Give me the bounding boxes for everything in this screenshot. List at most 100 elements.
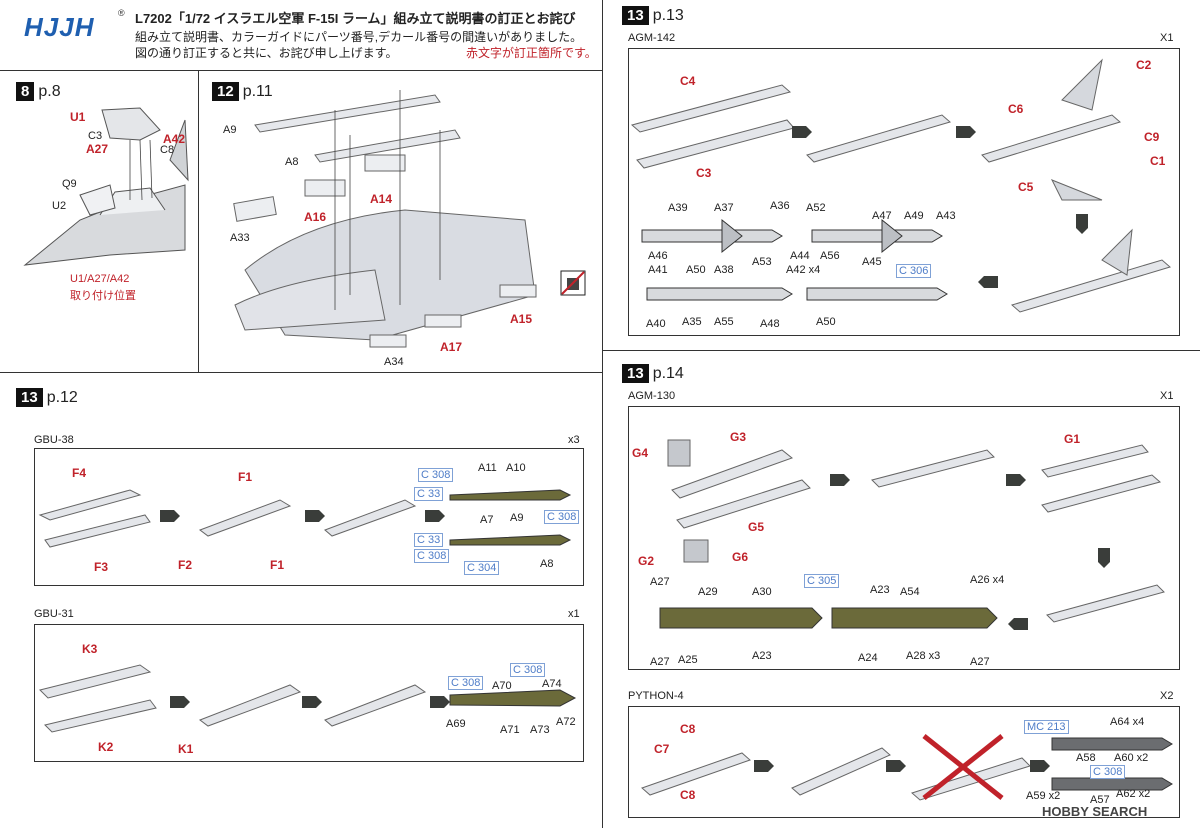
logo: HJJH ®	[6, 6, 126, 46]
step12-label-a17: A17	[440, 340, 463, 354]
agm142-label-a39: A39	[668, 202, 688, 214]
step8-title: 8 p.8	[16, 82, 61, 101]
gbu38-title: GBU-38	[34, 434, 74, 446]
agm142-label-a43: A43	[936, 210, 956, 222]
gbu38-frame	[34, 448, 584, 586]
gbu31-label-a70: A70	[492, 680, 512, 692]
step8-number: 8	[16, 82, 35, 101]
agm130-label-g3: G3	[730, 430, 747, 444]
gbu38-label-f1b: F1	[270, 558, 285, 572]
agm130-count: X1	[1160, 390, 1174, 402]
agm130-label-a30: A30	[752, 586, 772, 598]
python4-label-a57: A57	[1090, 794, 1110, 806]
agm130-label-a27c: A27	[970, 656, 990, 668]
step12-number: 12	[212, 82, 239, 101]
step12-title: 12 p.11	[212, 82, 273, 101]
step8-label-q9: Q9	[62, 178, 77, 190]
header-red-note: 赤文字が訂正箇所です。	[466, 46, 597, 60]
divider-h-mid-left	[0, 372, 602, 373]
header-title: L7202「1/72 イスラエル空軍 F-15I ラーム」組み立て説明書の訂正と…	[135, 11, 576, 26]
agm142-label-a44: A44	[790, 250, 810, 262]
gbu38-decal-c308a: C 308	[418, 468, 454, 482]
step8-label-u1: U1	[70, 110, 86, 124]
gbu38-label-a11: A11	[478, 462, 497, 474]
gbu31-frame	[34, 624, 584, 762]
agm130-illustration	[659, 439, 1165, 629]
arrow-icon	[305, 510, 325, 522]
python4-decal-c308: C 308	[1090, 765, 1126, 779]
agm142-title: AGM-142	[628, 32, 676, 44]
agm142-label-a45: A45	[862, 256, 882, 268]
gbu31-label-a73: A73	[530, 724, 550, 736]
gbu31-count: x1	[568, 608, 580, 620]
divider-h-top	[0, 70, 602, 71]
gbu31-label-a71: A71	[500, 724, 520, 736]
arrow-icon	[302, 696, 322, 708]
step12-label-a15: A15	[510, 312, 533, 326]
step12-label-a33: A33	[230, 232, 250, 244]
python4-illustration	[641, 734, 1173, 801]
arrow-icon	[956, 126, 976, 138]
python4-label-c8b: C8	[680, 788, 696, 802]
step8-label-a27: A27	[86, 142, 109, 156]
step13-p12-title: 13 p.12	[16, 388, 78, 407]
agm130-decal-c305: C 305	[804, 574, 840, 588]
logo-text: HJJH	[24, 12, 95, 42]
gbu31-label-a74: A74	[542, 678, 562, 690]
agm130-title: AGM-130	[628, 390, 676, 402]
arrow-icon	[170, 696, 190, 708]
agm142-label-a37: A37	[714, 202, 734, 214]
gbu31-label-k2: K2	[98, 740, 114, 754]
step13-p12-number: 13	[16, 388, 43, 407]
gbu31-label-a72: A72	[556, 716, 576, 728]
agm142-label-a56: A56	[820, 250, 840, 262]
step12-pylon-illustration	[233, 90, 537, 348]
step8-label-u2: U2	[52, 200, 67, 212]
step13-p12-page: p.12	[46, 388, 78, 406]
gbu38-decal-c308b: C 308	[544, 510, 580, 524]
step12-label-a34: A34	[384, 356, 404, 368]
agm142-label-c6: C6	[1008, 102, 1024, 116]
agm130-label-a23a: A23	[870, 584, 890, 596]
arrow-icon	[792, 126, 812, 138]
agm142-label-c2: C2	[1136, 58, 1152, 72]
python4-title: PYTHON-4	[628, 690, 684, 702]
agm142-label-a42x4: A42 x4	[786, 264, 821, 276]
gbu31-label-a69: A69	[446, 718, 466, 730]
gbu38-label-f1a: F1	[238, 470, 253, 484]
agm130-label-a29: A29	[698, 586, 718, 598]
python4-label-a59x2: A59 x2	[1026, 790, 1061, 802]
agm142-label-a36: A36	[770, 200, 790, 212]
step8-label-c3: C3	[88, 130, 103, 142]
agm142-label-a48: A48	[760, 318, 780, 330]
arrow-icon	[830, 474, 850, 486]
arrow-icon	[425, 510, 445, 522]
agm142-label-a41: A41	[648, 264, 668, 276]
arrow-down-icon	[1076, 214, 1088, 234]
no-glue-icon	[560, 270, 586, 296]
step12-label-a8: A8	[285, 156, 299, 168]
arrow-left-icon	[1008, 618, 1028, 630]
gbu31-label-k3: K3	[82, 642, 98, 656]
step12-label-a16: A16	[304, 210, 327, 224]
header-line2: 組み立て説明書、カラーガイドにパーツ番号,デカール番号の間違いがありました。	[135, 30, 583, 44]
python4-label-a60x2: A60 x2	[1114, 752, 1149, 764]
step8-caption-parts: U1/A27/A42	[70, 273, 130, 285]
gbu38-label-a9: A9	[510, 512, 524, 524]
agm130-label-g1: G1	[1064, 432, 1081, 446]
gbu38-decal-c308c: C 308	[414, 549, 450, 563]
step13-p13-title: 13 p.13	[622, 6, 684, 25]
agm142-label-a35: A35	[682, 316, 702, 328]
agm142-label-a49: A49	[904, 210, 924, 222]
step8-cockpit-illustration	[23, 107, 189, 266]
python4-decal-mc213: MC 213	[1024, 720, 1069, 734]
gbu31-label-k1: K1	[178, 742, 194, 756]
arrow-down-icon	[1098, 548, 1110, 568]
step8-label-a42: A42	[163, 132, 186, 146]
step12-page: p.11	[242, 82, 273, 100]
arrow-icon	[1030, 760, 1050, 772]
gbu31-decal-c308b: C 308	[510, 663, 546, 677]
step8-caption-position: 取り付け位置	[70, 290, 136, 302]
step12-label-a14: A14	[370, 192, 393, 206]
divider-h-mid-right	[602, 350, 1200, 351]
